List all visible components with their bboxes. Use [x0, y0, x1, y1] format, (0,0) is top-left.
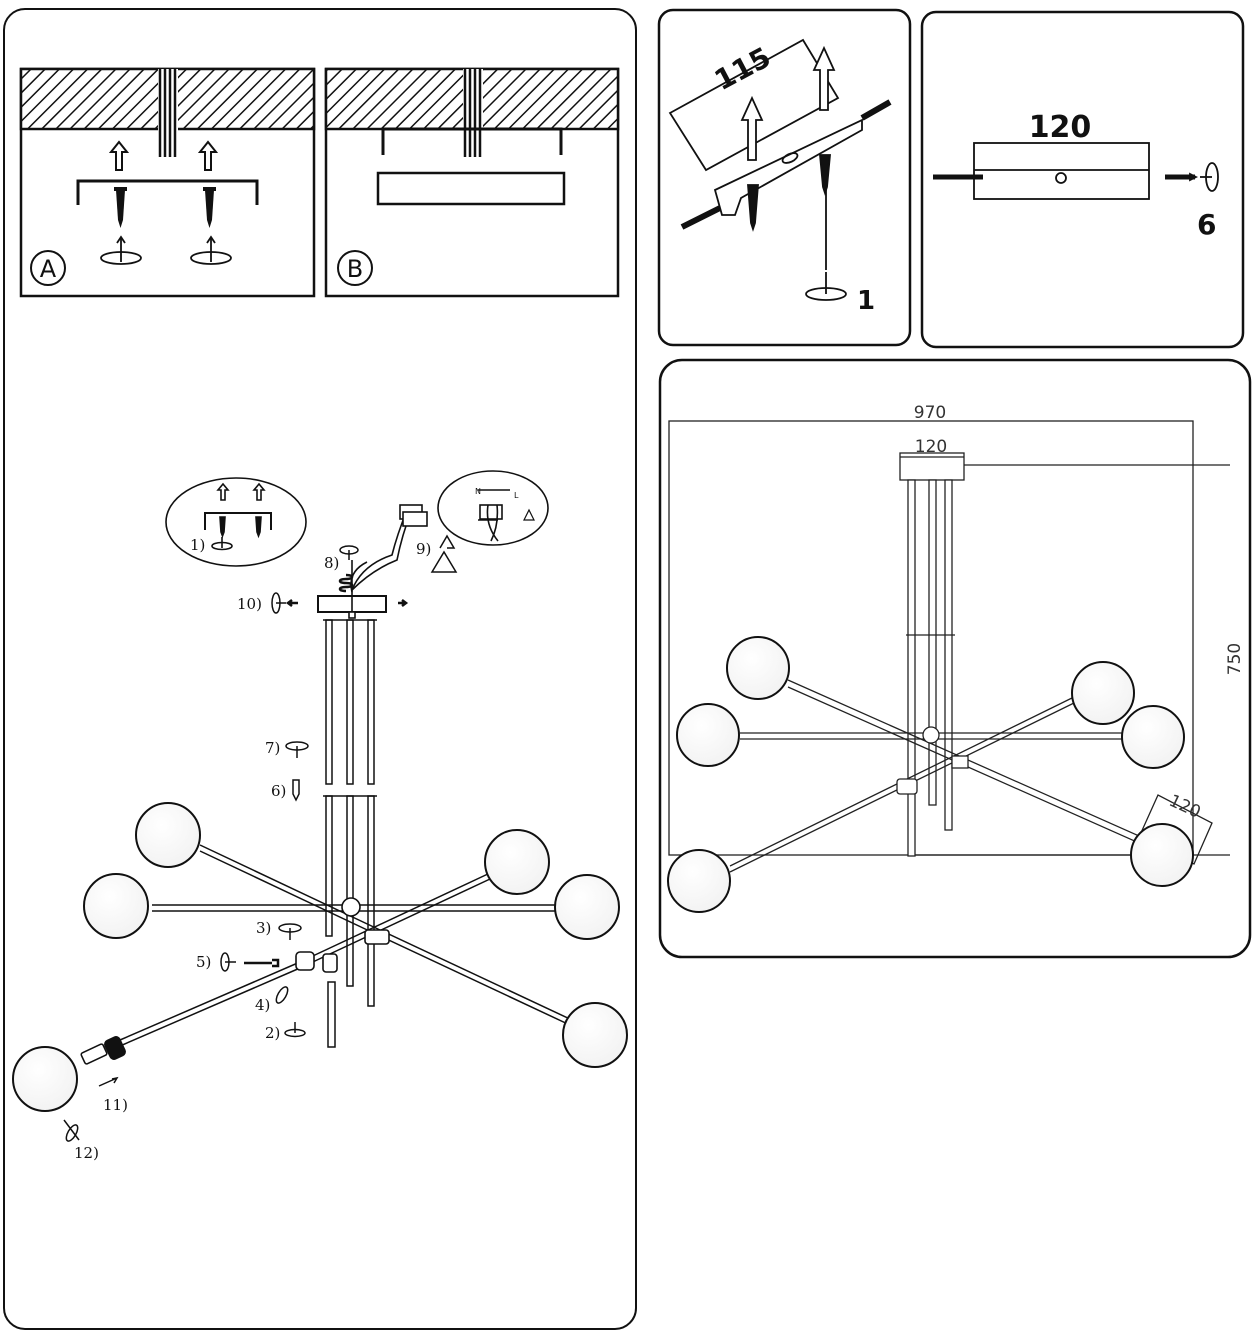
detail-bubble-bracket — [165, 477, 307, 567]
inset-b-label: B — [347, 255, 363, 283]
canopy-width-label: 120 — [1029, 110, 1092, 145]
wall-plug-icon — [108, 140, 219, 171]
step-4-label: 4) — [255, 996, 270, 1014]
inset-a-label: A — [40, 255, 57, 283]
bracket-drawing — [668, 38, 892, 301]
rotate-icon — [100, 235, 232, 265]
step-12-label: 12) — [74, 1144, 99, 1162]
step-6-label: 6) — [271, 782, 286, 800]
step-1-label: 1) — [190, 536, 205, 554]
canopy-width-dim: 120 — [915, 437, 947, 457]
step-5-label: 5) — [196, 953, 211, 971]
screw-icon — [114, 187, 216, 228]
canopy-screw-count: 6 — [1197, 208, 1216, 241]
step-9-label: 9) — [416, 540, 431, 558]
mounting-bracket — [76, 179, 259, 205]
assembly-drawing — [80, 470, 573, 1087]
step-7-label: 7) — [265, 739, 280, 757]
height-label: 750 — [1225, 643, 1245, 675]
canopy-drawing — [933, 142, 1219, 200]
step-11-label: 11) — [103, 1096, 128, 1114]
globe-shades — [12, 802, 628, 1112]
step-10-label: 10) — [237, 595, 262, 613]
dimension-drawing — [668, 420, 1230, 873]
canopy-plate — [376, 171, 566, 206]
wire-live-label: L — [514, 491, 519, 500]
inset-a: A — [19, 67, 316, 298]
dimensions-panel — [658, 358, 1252, 959]
step-8-label: 8) — [324, 554, 339, 572]
wire-neutral-label: N — [475, 487, 481, 496]
step-2-label: 2) — [265, 1024, 280, 1042]
step-3-label: 3) — [256, 919, 271, 937]
bracket-screw-count: 1 — [857, 286, 875, 316]
step-rotation-icons — [63, 534, 458, 1142]
bracket-panel — [657, 8, 912, 347]
total-width-label: 970 — [914, 403, 946, 423]
dimension-globes — [667, 636, 1194, 913]
inset-b: B — [324, 67, 620, 298]
